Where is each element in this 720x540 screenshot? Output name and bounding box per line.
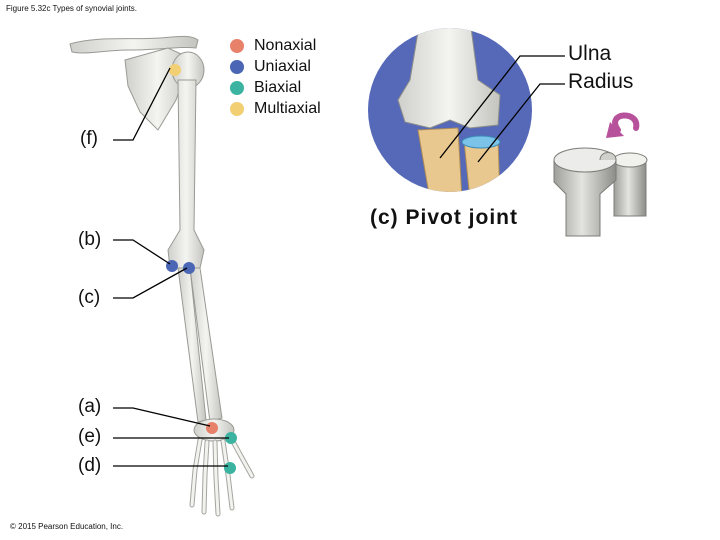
legend-item-multiaxial: Multiaxial — [230, 101, 321, 117]
legend-swatch — [230, 60, 244, 74]
legend-item-nonaxial: Nonaxial — [230, 38, 316, 54]
legend-swatch — [230, 102, 244, 116]
leader-lines — [113, 67, 229, 467]
radius — [189, 267, 223, 423]
joint-label-b: (b) — [78, 229, 102, 250]
legend-label: Multiaxial — [254, 100, 321, 117]
hand-bones — [189, 435, 255, 517]
figure-title: Figure 5.32c Types of synovial joints. — [6, 4, 138, 13]
joint-marker-knuckle — [224, 462, 236, 474]
radius-label: Radius — [568, 70, 634, 93]
joint-marker-wrist — [225, 432, 237, 444]
pivot-joint-model — [553, 112, 648, 237]
joint-label-f: (f) — [80, 128, 98, 149]
legend-label: Nonaxial — [254, 37, 317, 54]
joint-marker-elbow-2 — [183, 262, 195, 274]
clavicle — [69, 35, 199, 54]
joint-marker-shoulder — [169, 64, 181, 76]
inset-humerus — [397, 28, 501, 129]
legend-swatch — [230, 81, 244, 95]
joint-marker-intercarpal — [206, 422, 218, 434]
joint-label-a: (a) — [78, 396, 102, 417]
legend-swatch — [230, 39, 244, 53]
humerus — [167, 79, 205, 269]
inset-annular-ligament — [461, 135, 501, 149]
joint-label-c: (c) — [78, 287, 101, 308]
inset-ulna — [417, 127, 463, 192]
pivot-joint-inset — [368, 28, 532, 192]
radius-leader-line — [477, 83, 565, 163]
legend-item-biaxial: Biaxial — [230, 80, 301, 96]
legend-item-uniaxial: Uniaxial — [230, 59, 311, 75]
joint-label-e: (e) — [78, 426, 102, 447]
ulna-leader-line — [439, 55, 565, 159]
legend-label: Uniaxial — [254, 58, 311, 75]
joint-label-d: (d) — [78, 455, 102, 476]
legend-label: Biaxial — [254, 79, 302, 96]
rotation-arrow — [612, 112, 640, 133]
copyright-notice: © 2015 Pearson Education, Inc. — [10, 522, 124, 531]
pivot-joint-title: (c) Pivot joint — [370, 206, 518, 229]
ulna-label: Ulna — [568, 42, 612, 65]
